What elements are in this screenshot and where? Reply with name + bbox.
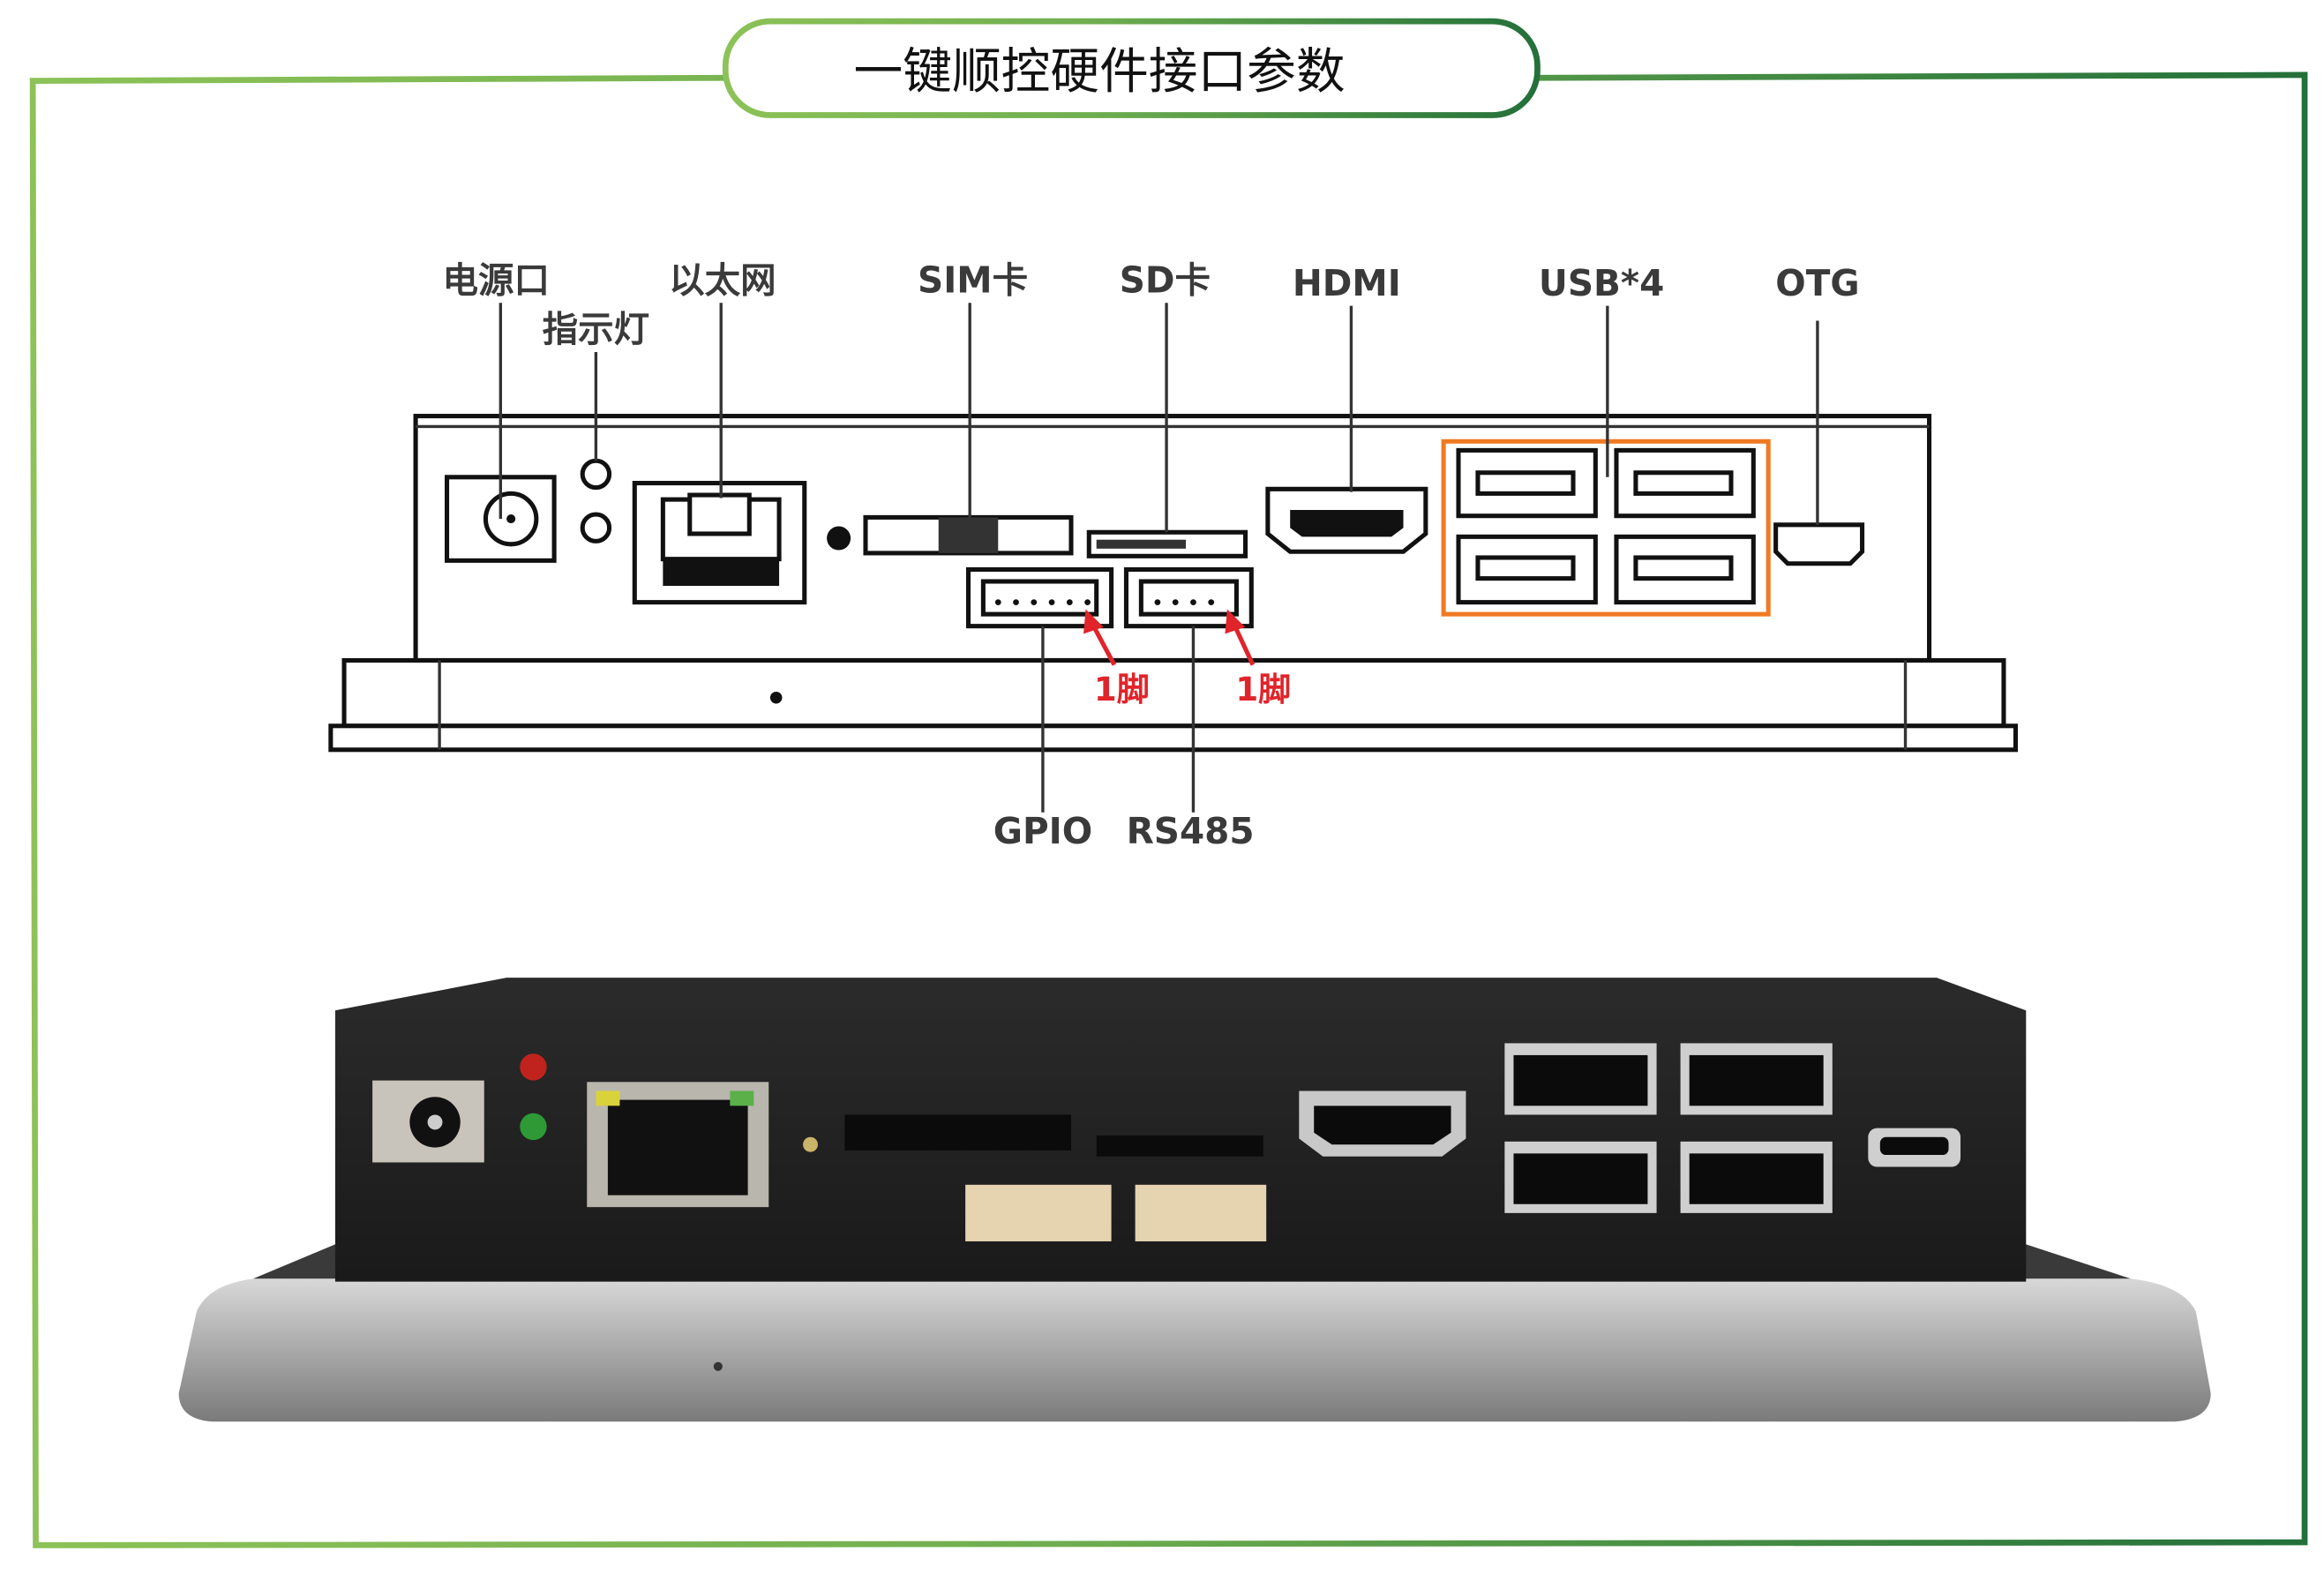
hdmi-port-icon — [1265, 486, 1428, 554]
ethernet-port-icon — [632, 481, 807, 605]
screw-hole-icon — [769, 691, 783, 704]
label-sim: SIM卡 — [918, 259, 1028, 301]
sd-slot-icon — [1086, 529, 1248, 558]
label-otg: OTG — [1775, 262, 1859, 304]
red-led-icon — [520, 1053, 547, 1081]
label-usb: USB*4 — [1539, 262, 1664, 304]
device-line-drawing — [328, 303, 2019, 813]
usb-ports-icon — [1456, 447, 1756, 605]
green-led-icon — [520, 1113, 547, 1141]
sim-slot-icon — [863, 514, 1074, 556]
label-pin1-gpio: 1脚 — [1094, 671, 1150, 708]
otg-port-icon — [1773, 522, 1865, 566]
label-pin1-rs485: 1脚 — [1235, 671, 1291, 708]
title-pill — [722, 18, 1541, 118]
label-power: 电源口 — [442, 259, 550, 301]
label-gpio: GPIO — [993, 810, 1092, 852]
label-indicator: 指示灯 — [543, 308, 650, 350]
label-rs485: RS485 — [1127, 810, 1255, 852]
page-title: 一键顺控硬件接口参数 — [854, 43, 1346, 101]
label-ethernet: 以太网 — [669, 259, 776, 301]
device-photo — [178, 978, 2211, 1422]
label-sd: SD卡 — [1120, 259, 1211, 301]
label-hdmi: HDMI — [1293, 262, 1401, 304]
screw-icon — [827, 526, 851, 551]
pin1-arrows — [1083, 609, 1256, 666]
frame-border — [29, 18, 2308, 1548]
